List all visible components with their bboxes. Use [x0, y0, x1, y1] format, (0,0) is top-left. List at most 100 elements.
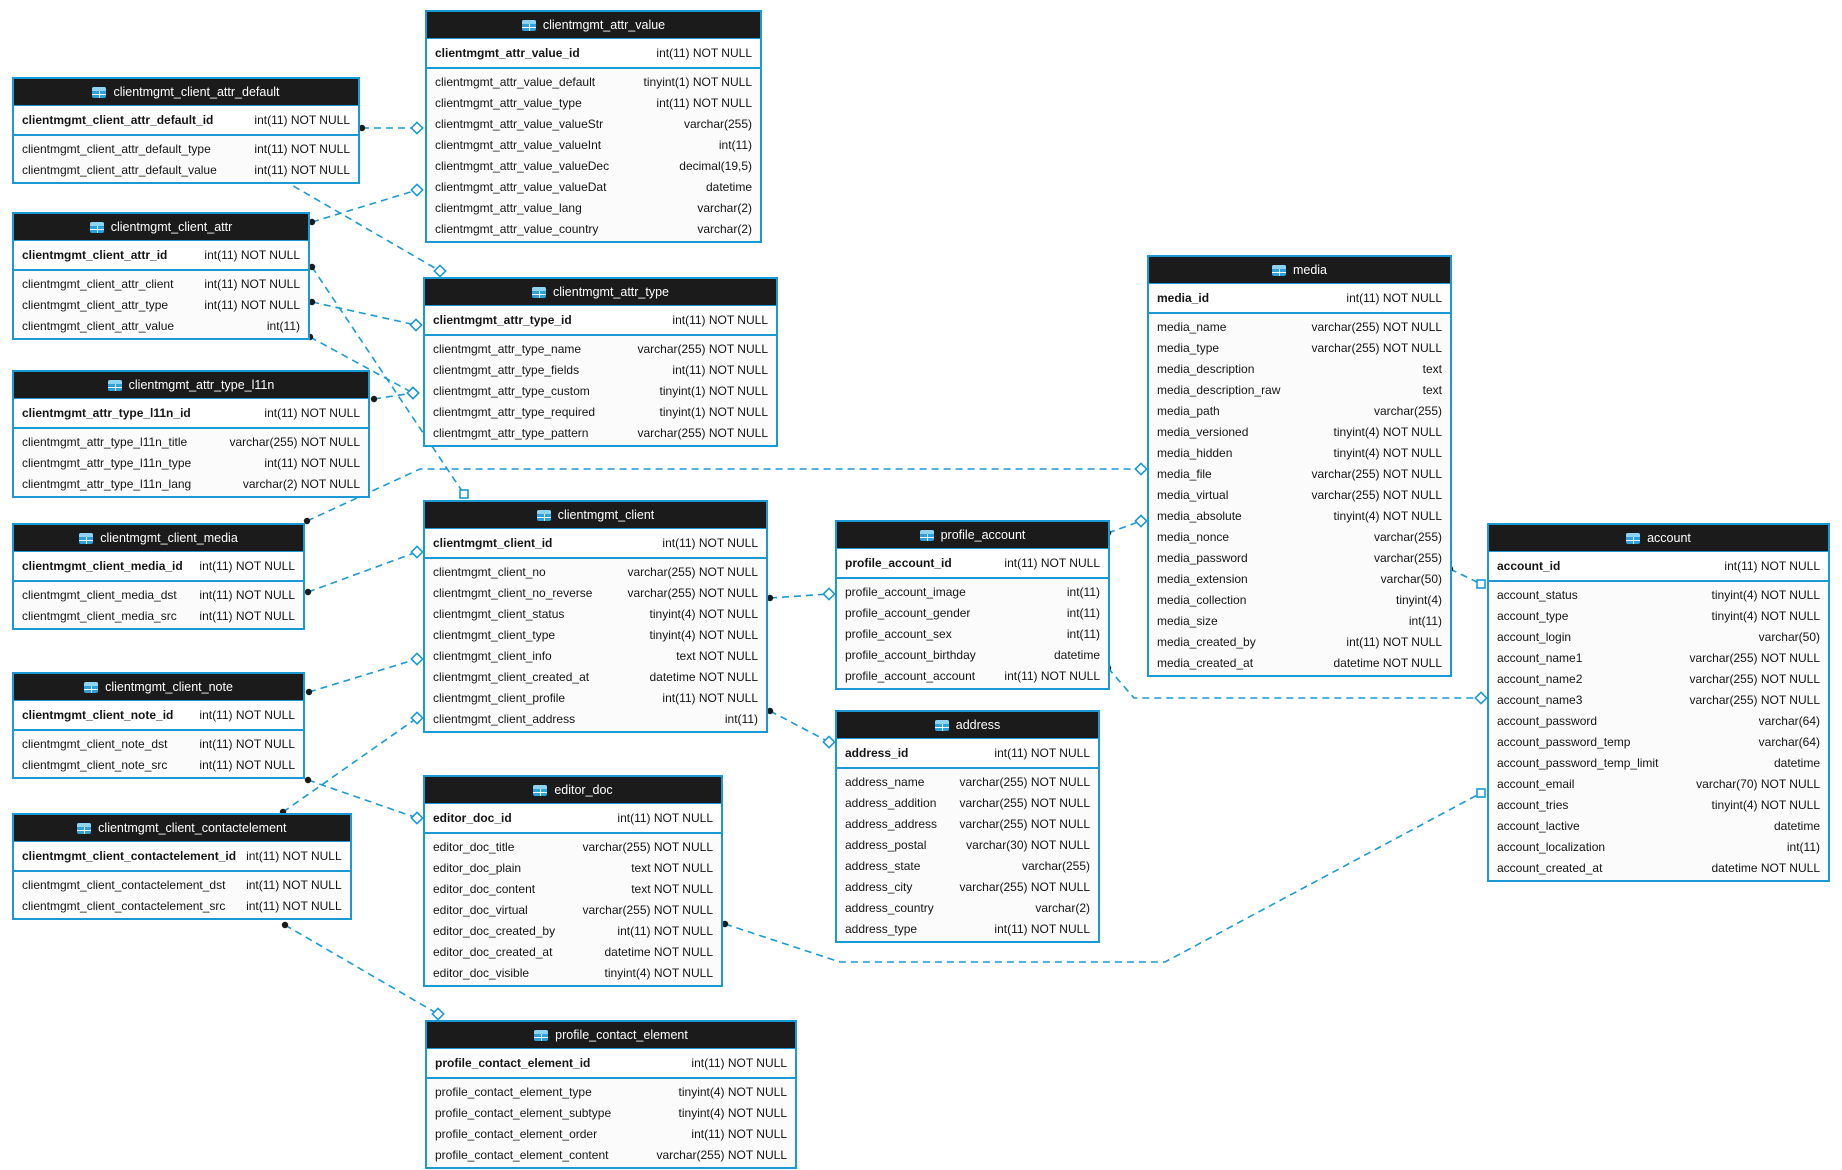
table-header[interactable]: clientmgmt_client: [425, 502, 766, 529]
relationship-clientmgmt_client_attr_default-to-clientmgmt_attr_type[interactable]: [282, 179, 441, 272]
relationship-profile_account-to-account[interactable]: [1107, 667, 1481, 699]
relationship-editor_doc-to-account[interactable]: [724, 792, 1482, 963]
table-header[interactable]: profile_contact_element: [427, 1022, 795, 1049]
table-header[interactable]: clientmgmt_client_contactelement: [14, 815, 350, 842]
table-clientmgmt_attr_type_l11n[interactable]: clientmgmt_attr_type_l11n clientmgmt_attr…: [12, 370, 370, 498]
table-header[interactable]: clientmgmt_attr_type_l11n: [14, 372, 368, 399]
table-header[interactable]: address: [837, 712, 1098, 739]
relationship-media-to-account[interactable]: [1449, 568, 1482, 585]
table-header[interactable]: media: [1149, 257, 1450, 284]
table-header[interactable]: editor_doc: [425, 777, 721, 804]
relationship-clientmgmt_client_attr-to-clientmgmt_attr_type[interactable]: [311, 301, 417, 326]
table-header[interactable]: profile_account: [837, 522, 1108, 549]
relationship-clientmgmt_client_note-to-editor_doc[interactable]: [307, 779, 418, 819]
relationship-clientmgmt_client_attr-to-clientmgmt_client[interactable]: [311, 266, 465, 495]
relationship-clientmgmt_client_attr-to-clientmgmt_attr_type[interactable]: [309, 336, 414, 394]
relationship-clientmgmt_client_note-to-clientmgmt_client[interactable]: [308, 658, 418, 693]
relationship-clientmgmt_client_contactelement-to-profile_contact_element[interactable]: [284, 924, 439, 1015]
relationship-clientmgmt_client-to-profile_account[interactable]: [769, 593, 830, 599]
